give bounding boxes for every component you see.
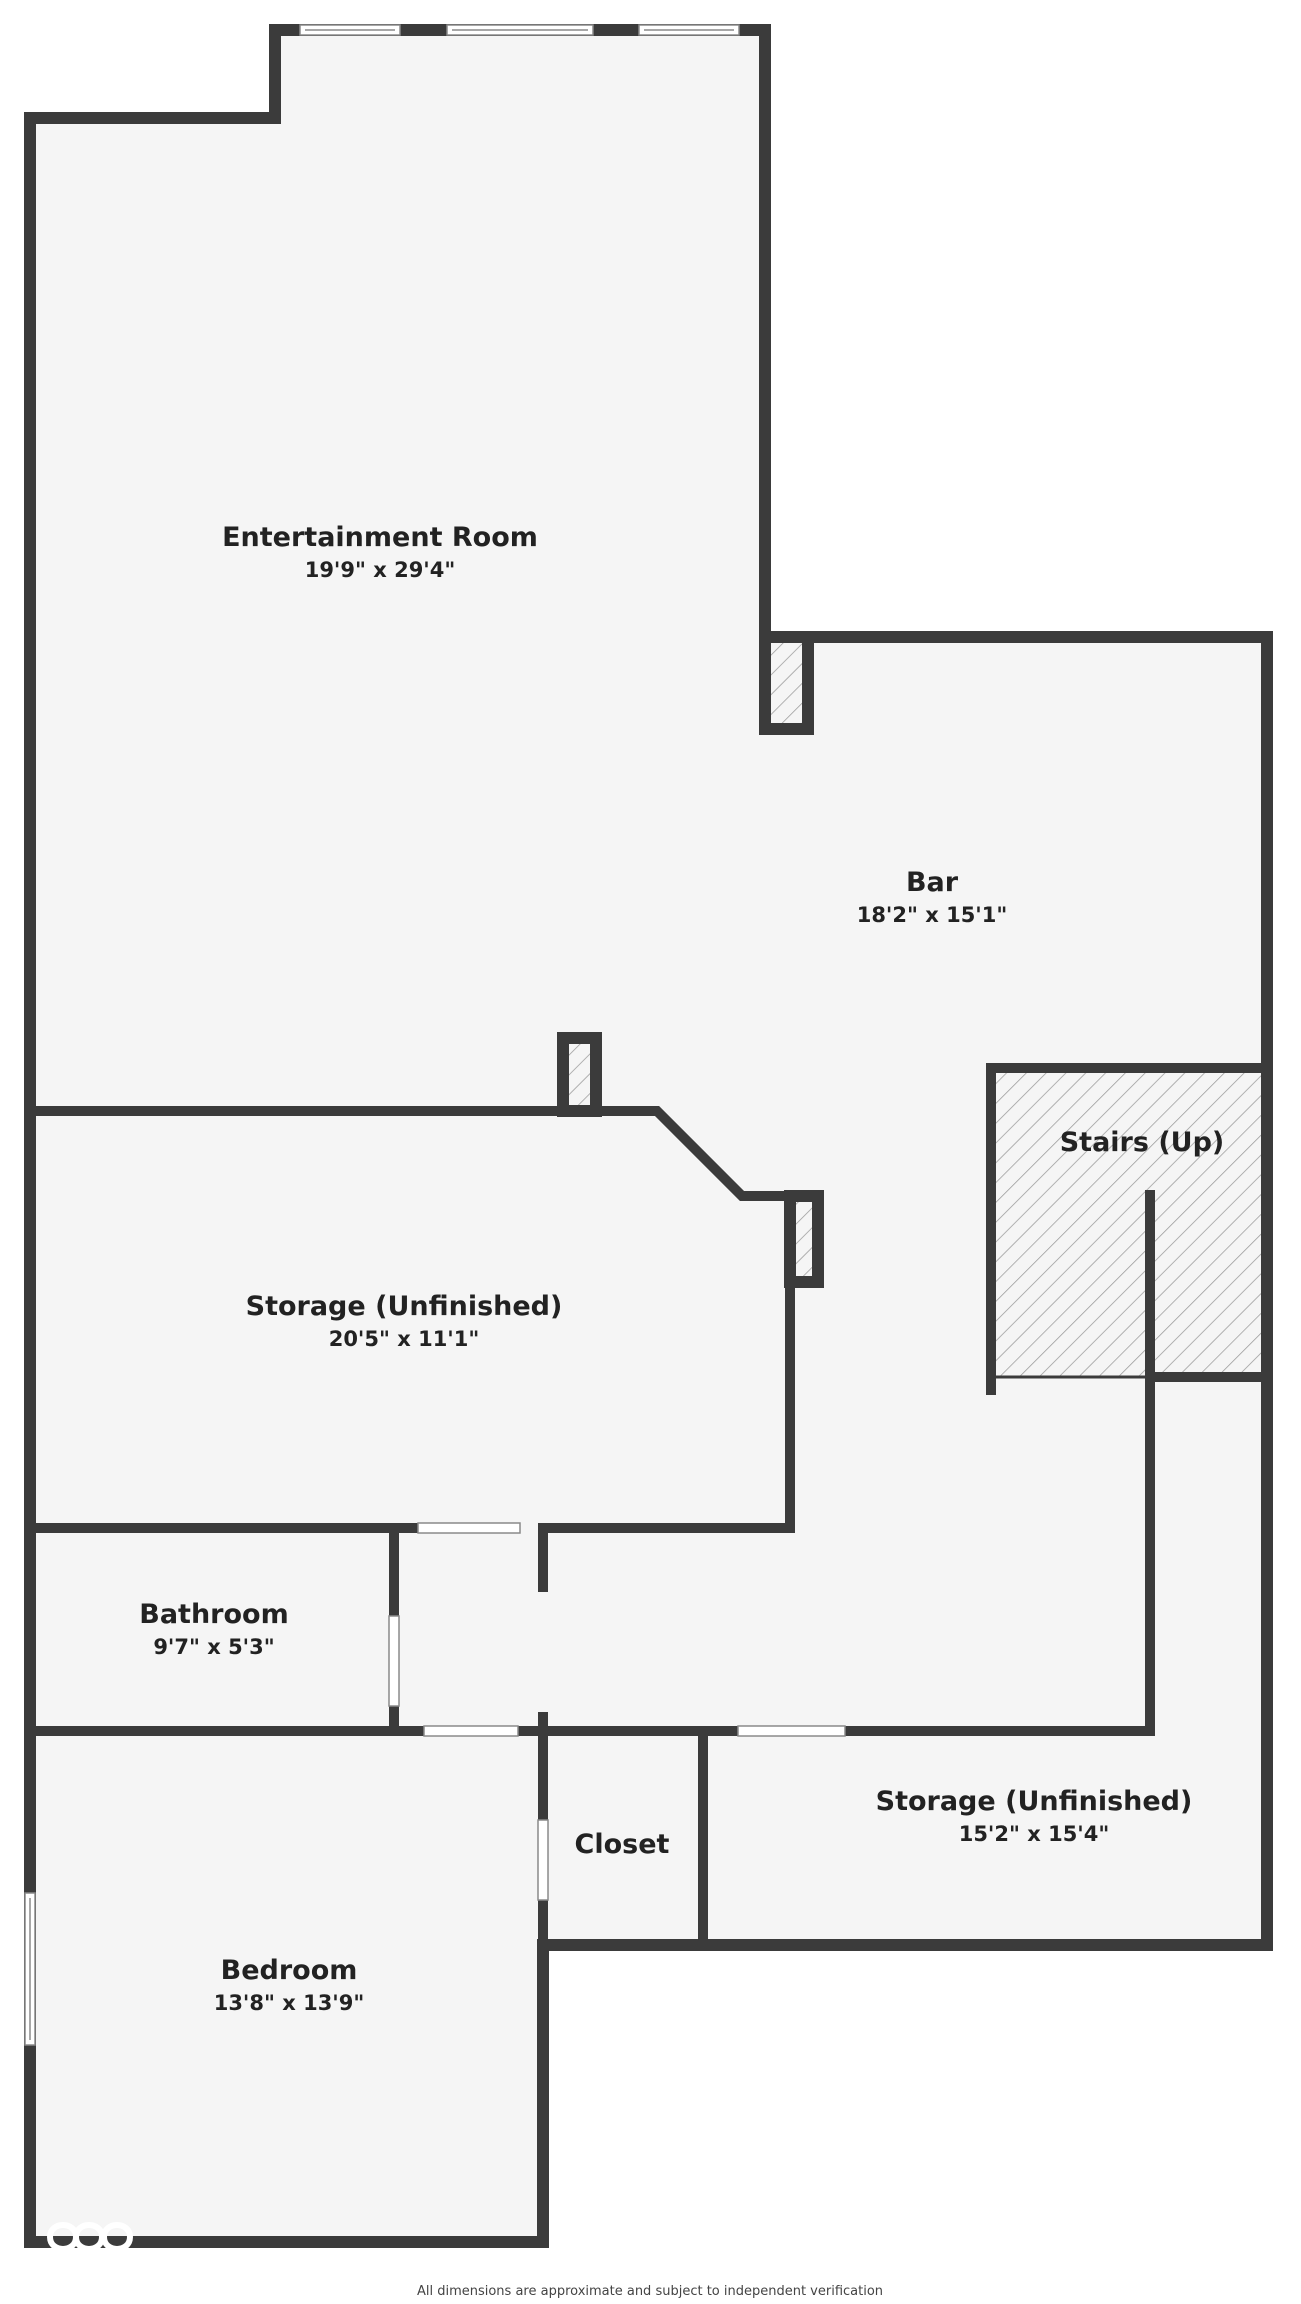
door-openings xyxy=(388,1522,846,1901)
infinity-logo-icon xyxy=(46,2222,134,2252)
disclaimer-text: All dimensions are approximate and subje… xyxy=(417,2284,883,2299)
room-name-storage-lower: Storage (Unfinished) xyxy=(876,1786,1193,1817)
room-dims-entertainment: 19'9" x 29'4" xyxy=(305,558,456,582)
room-name-entertainment: Entertainment Room xyxy=(222,522,538,553)
columns xyxy=(557,631,824,1288)
outer-walls xyxy=(24,24,1273,2248)
room-name-stairs: Stairs (Up) xyxy=(1060,1127,1225,1158)
room-dims-bathroom: 9'7" x 5'3" xyxy=(153,1635,274,1659)
room-name-bedroom: Bedroom xyxy=(221,1955,358,1986)
room-dims-storage-lower: 15'2" x 15'4" xyxy=(959,1822,1110,1846)
room-dims-bar: 18'2" x 15'1" xyxy=(857,903,1008,927)
room-name-closet: Closet xyxy=(575,1829,670,1860)
floor-fill xyxy=(33,33,1267,2242)
room-name-bar: Bar xyxy=(906,867,959,898)
room-labels: Entertainment Room 19'9" x 29'4" Bar 18'… xyxy=(139,522,1224,2015)
windows xyxy=(24,24,740,2046)
room-dims-bedroom: 13'8" x 13'9" xyxy=(214,1991,365,2015)
column-storage xyxy=(784,1190,824,1288)
stairs-area xyxy=(991,1068,1261,1378)
column-center xyxy=(557,1032,602,1117)
room-dims-storage-main: 20'5" x 11'1" xyxy=(329,1327,480,1351)
room-name-storage-main: Storage (Unfinished) xyxy=(246,1291,563,1322)
column-bar-top xyxy=(759,631,814,735)
room-name-bathroom: Bathroom xyxy=(139,1599,288,1630)
